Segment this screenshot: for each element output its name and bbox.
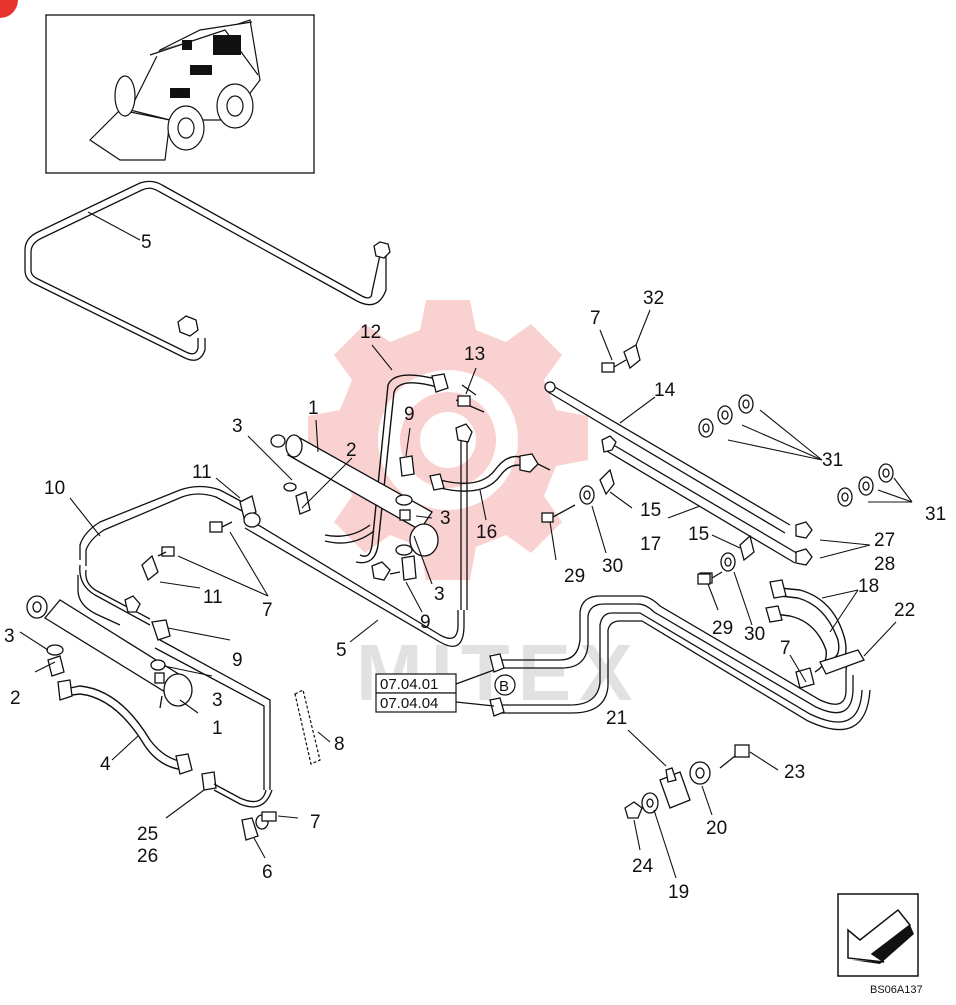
tube-17-loop (489, 595, 871, 731)
watermark-gear-icon (308, 300, 588, 580)
callout-22: 22 (894, 600, 915, 621)
callout-2-left: 2 (10, 688, 21, 709)
callout-3-left: 3 (212, 690, 223, 711)
callout-3-lower: 3 (434, 584, 445, 605)
callout-9-left: 9 (232, 650, 243, 671)
tube-5-top (24, 180, 391, 361)
ref-label-2: 07.04.04 (380, 695, 438, 712)
strap-8 (294, 689, 321, 765)
tube-10-5 (77, 485, 465, 790)
callout-7-mid: 7 (262, 600, 273, 621)
bracket-21-assembly (624, 744, 750, 819)
callout-1-upper: 1 (308, 398, 319, 419)
callout-27: 27 (874, 530, 895, 551)
callout-9-upper: 9 (404, 404, 415, 425)
next-page-arrow-icon[interactable] (837, 893, 919, 977)
cylinder-1-lower (26, 595, 193, 709)
callout-14: 14 (654, 380, 676, 401)
pipes-14-17 (544, 381, 813, 566)
clamp-32-bolt-7 (601, 344, 641, 373)
callout-19: 19 (668, 882, 689, 903)
callout-4: 4 (100, 754, 111, 775)
callout-2-upper: 2 (346, 440, 357, 461)
callout-11-lower: 11 (203, 587, 223, 608)
clamp-11-lower (141, 546, 175, 582)
ref-marker-b: B (499, 678, 509, 695)
callout-24: 24 (632, 856, 654, 877)
leader-lines (19, 211, 913, 879)
callout-30-mid: 30 (744, 624, 765, 645)
callout-12: 12 (360, 322, 381, 343)
corner-marker (0, 0, 18, 18)
callout-17: 17 (640, 534, 661, 555)
reference-boxes: 07.04.01 07.04.04 B (375, 669, 516, 713)
callout-5-lower: 5 (336, 640, 347, 661)
callout-25: 25 (137, 824, 158, 845)
callout-15-mid: 15 (688, 524, 709, 545)
callout-13: 13 (464, 344, 485, 365)
callout-9-lower: 9 (420, 612, 431, 633)
washers-31 (698, 394, 894, 507)
callout-7-lower: 7 (310, 812, 321, 833)
callout-15-top: 15 (640, 500, 661, 521)
callout-11-upper: 11 (192, 462, 212, 483)
ref-label-1: 07.04.01 (380, 676, 438, 693)
fasteners-29-30 (697, 573, 711, 585)
drawing-code: BS06A137 (870, 984, 923, 996)
callout-26: 26 (137, 846, 158, 867)
machine-inset (45, 14, 315, 174)
clamp-15-top (541, 468, 615, 523)
callout-5-top: 5 (141, 232, 152, 253)
hoses-12-16 (355, 373, 551, 610)
clamp-6-bolt-7 (241, 811, 277, 841)
callout-1-lower: 1 (212, 718, 223, 739)
callout-7-right: 7 (780, 638, 791, 659)
callout-3-upper: 3 (232, 416, 243, 437)
callout-7-top: 7 (590, 308, 601, 329)
callout-3-mid: 3 (440, 508, 451, 529)
callout-30-top: 30 (602, 556, 623, 577)
callout-18: 18 (858, 576, 879, 597)
callouts: 5 12 13 7 32 14 31 31 1 2 3 9 3 11 10 16… (4, 232, 946, 903)
callout-21: 21 (606, 708, 627, 729)
hose-4 (57, 679, 273, 808)
hoses-18 (765, 579, 865, 689)
callout-28: 28 (874, 554, 895, 575)
callout-32: 32 (643, 288, 664, 309)
callout-3-far-left: 3 (4, 626, 15, 647)
callout-8: 8 (334, 734, 345, 755)
cylinder-1-upper (270, 434, 439, 557)
fittings-9-3-upper (371, 455, 417, 581)
callout-23: 23 (784, 762, 805, 783)
callout-16: 16 (476, 522, 497, 543)
callout-31-a: 31 (822, 450, 843, 471)
callout-29-mid: 29 (712, 618, 733, 639)
callout-29-top: 29 (564, 566, 585, 587)
callout-20: 20 (706, 818, 727, 839)
callout-6: 6 (262, 862, 273, 883)
callout-10: 10 (44, 478, 65, 499)
callout-31-b: 31 (925, 504, 946, 525)
